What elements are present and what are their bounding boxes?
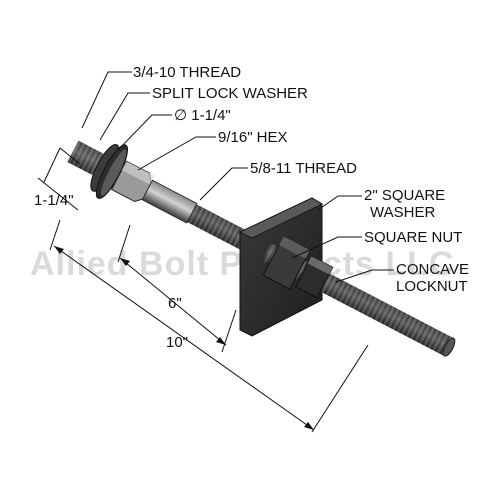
leader-square-washer	[317, 195, 362, 211]
label-hex: 9/16" HEX	[218, 129, 288, 146]
label-concave-2: LOCKNUT	[396, 278, 468, 295]
leader-thread-58	[199, 167, 248, 201]
dim-left-width: 1-1/4"	[34, 192, 74, 209]
leader-thread-34	[81, 71, 132, 129]
dim-line-left-width	[43, 147, 61, 183]
dim-ext-1	[49, 219, 61, 251]
label-concave-1: CONCAVE	[396, 261, 469, 278]
label-square-nut: SQUARE NUT	[364, 229, 462, 246]
leader-diameter	[117, 114, 172, 151]
label-diameter: ∅ 1-1/4"	[174, 107, 231, 124]
leader-square-nut	[291, 236, 362, 259]
leader-split-lock	[99, 92, 150, 141]
label-square-washer-2: WASHER	[370, 204, 435, 221]
dim-ext-2	[117, 224, 131, 263]
label-square-washer-1: 2" SQUARE	[364, 187, 445, 204]
label-thread-58: 5/8-11 THREAD	[250, 160, 357, 177]
dim-ext-3	[221, 309, 237, 353]
label-thread-34: 3/4-10 THREAD	[133, 64, 241, 81]
smooth-shank	[141, 179, 198, 224]
leader-concave	[335, 269, 394, 283]
label-split-lock-washer: SPLIT LOCK WASHER	[152, 85, 308, 102]
dim-ext-left	[37, 177, 79, 211]
leader-hex	[137, 136, 216, 171]
dim-length-10: 10"	[166, 334, 188, 351]
dim-line-10	[53, 245, 315, 431]
dim-ext-4	[311, 344, 369, 433]
dim-line-6	[119, 257, 227, 346]
dim-length-6: 6"	[168, 295, 182, 312]
